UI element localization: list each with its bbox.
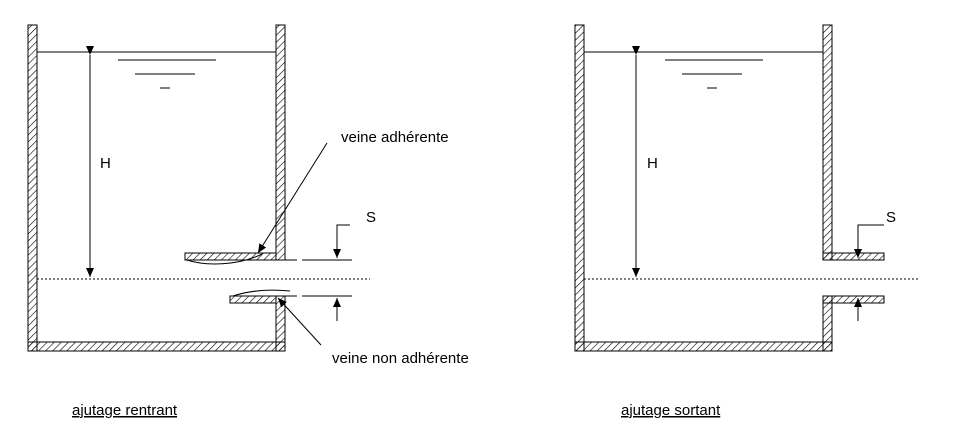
right-tank-left-wall — [574, 24, 585, 352]
left-nonadherent-jet-contour — [232, 289, 291, 297]
left-adherent-jet-contour — [186, 253, 263, 265]
right-tank-bottom-wall — [574, 341, 833, 352]
callout-adherent-label: veine adhérente — [341, 129, 449, 146]
callout-adherent-leader — [257, 142, 328, 254]
left-height-label: H — [100, 155, 111, 172]
left-tank-right-wall-upper — [275, 24, 286, 261]
right-nozzle-upper-tube — [822, 252, 885, 261]
right-tank-right-wall-upper — [822, 24, 833, 261]
callout-nonadherent-leader — [277, 297, 322, 346]
left-tank-left-wall — [27, 24, 38, 352]
left-section-label: S — [366, 209, 376, 226]
left-tank-right-wall-lower — [275, 295, 286, 352]
right-tank — [574, 24, 885, 352]
left-nozzle-lower-tube — [229, 295, 277, 304]
right-water-surface — [584, 51, 823, 89]
left-caption: ajutage rentrant — [72, 402, 178, 419]
right-height-label: H — [647, 155, 658, 172]
left-tank-bottom-wall — [27, 341, 286, 352]
right-caption: ajutage sortant — [621, 402, 721, 419]
callout-nonadherent-label: veine non adhérente — [332, 350, 469, 367]
right-section-label: S — [886, 209, 896, 226]
left-section-dimension — [302, 224, 352, 321]
left-water-surface — [37, 51, 276, 89]
right-nozzle-lower-tube — [822, 295, 885, 304]
left-nozzle-upper-tube — [184, 252, 277, 261]
right-section-dimension — [854, 224, 884, 321]
left-tank — [27, 24, 297, 352]
right-tank-right-wall-lower — [822, 295, 833, 352]
